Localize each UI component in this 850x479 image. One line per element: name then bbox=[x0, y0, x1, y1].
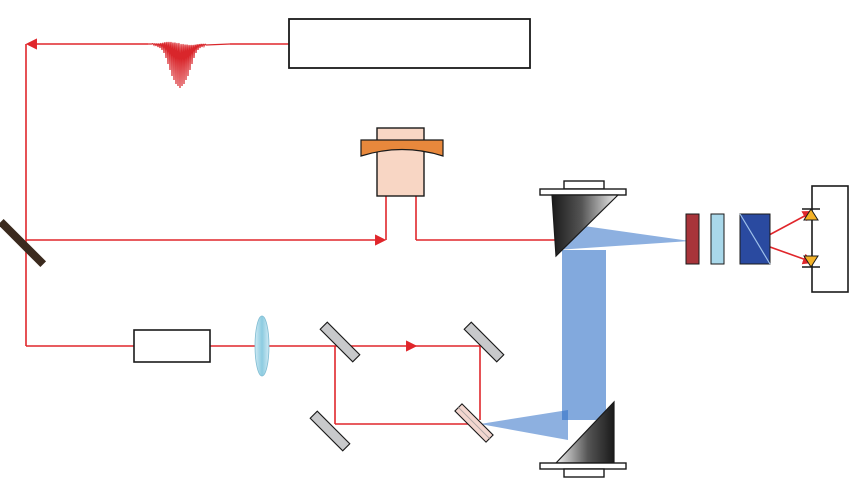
laser-source-box bbox=[288, 18, 531, 69]
concave-mirror bbox=[360, 139, 444, 157]
focusing-lens bbox=[254, 315, 270, 377]
pulse-waveform bbox=[148, 41, 231, 89]
waveplate bbox=[710, 213, 725, 265]
sample-holder bbox=[360, 127, 444, 197]
photodiode-bottom-icon bbox=[802, 255, 820, 268]
upper-parabolic-mirror bbox=[539, 180, 627, 258]
wollaston-prism bbox=[739, 213, 771, 265]
blue-beam-vertical bbox=[562, 250, 606, 420]
beam-combiner-plate bbox=[454, 403, 494, 443]
dark-beam-splitter bbox=[0, 218, 47, 268]
red-filter bbox=[685, 213, 700, 265]
mirror-upper-left bbox=[319, 321, 361, 363]
balanced-detector-box bbox=[811, 185, 849, 293]
mirror-upper-right bbox=[463, 321, 505, 363]
photodiode-top-icon bbox=[802, 208, 820, 221]
mirror-lower-left bbox=[309, 410, 351, 452]
blue-beam-upper-focus bbox=[556, 222, 690, 250]
modulator-box bbox=[133, 329, 211, 363]
blue-beam-lower-focus bbox=[480, 410, 568, 440]
lower-parabolic-mirror bbox=[539, 400, 627, 478]
